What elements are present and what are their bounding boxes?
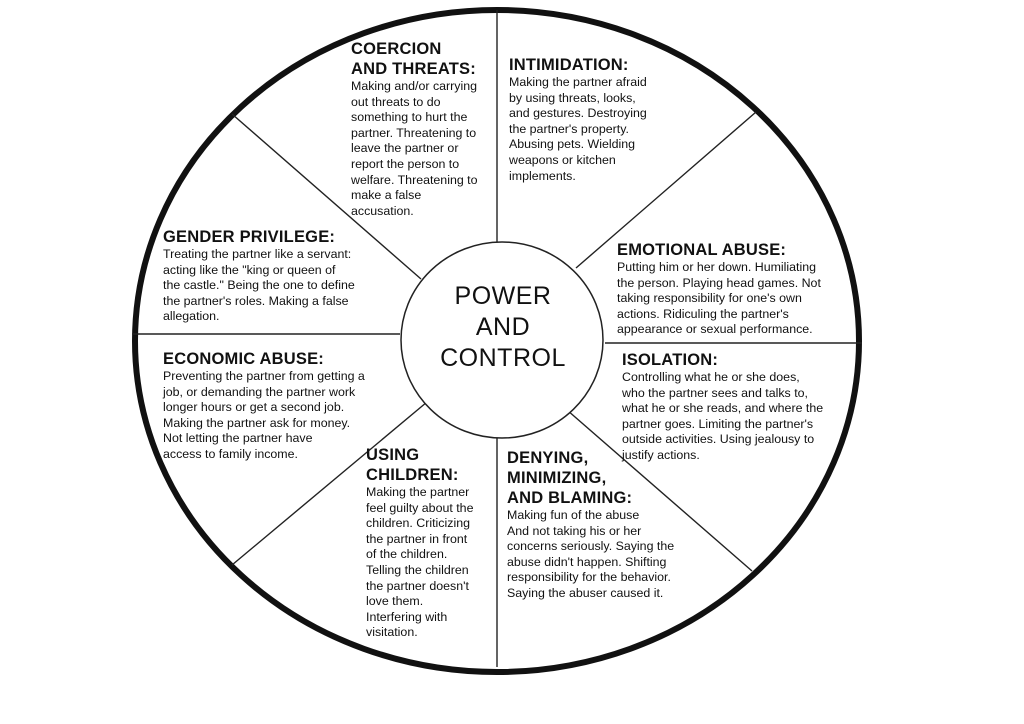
- segment-title: DENYING, MINIMIZING, AND BLAMING:: [507, 449, 633, 507]
- segment-economic-abuse: ECONOMIC ABUSE: Preventing the partner f…: [163, 349, 403, 463]
- segment-coercion-and-threats: COERCION AND THREATS: Making and/or carr…: [351, 39, 501, 219]
- segment-using-children: USING CHILDREN: Making the partner feel …: [366, 445, 494, 641]
- segment-title: COERCION AND THREATS:: [351, 40, 476, 78]
- center-label: POWER AND CONTROL: [440, 282, 566, 372]
- segment-description: Putting him or her down. Humiliating the…: [617, 260, 821, 337]
- segment-title: GENDER PRIVILEGE:: [163, 228, 336, 246]
- segment-title: ECONOMIC ABUSE:: [163, 350, 324, 368]
- segment-description: Treating the partner like a servant: act…: [163, 247, 355, 324]
- segment-emotional-abuse: EMOTIONAL ABUSE: Putting him or her down…: [617, 240, 857, 338]
- segment-title: USING CHILDREN:: [366, 446, 459, 484]
- spoke-top-left: [231, 113, 422, 280]
- segment-title: INTIMIDATION:: [509, 56, 629, 74]
- segment-description: Making the partner afraid by using threa…: [509, 75, 647, 183]
- center-hub: [400, 241, 604, 439]
- segment-isolation: ISOLATION: Controlling what he or she do…: [622, 350, 857, 464]
- spoke-bottom-right: [566, 409, 753, 572]
- segment-title: ISOLATION:: [622, 351, 719, 369]
- segment-gender-privilege: GENDER PRIVILEGE: Treating the partner l…: [163, 227, 393, 325]
- segment-title: EMOTIONAL ABUSE:: [617, 241, 787, 259]
- segment-description: Making fun of the abuse And not taking h…: [507, 508, 675, 600]
- segment-intimidation: INTIMIDATION: Making the partner afraid …: [509, 55, 679, 184]
- segment-description: Making the partner feel guilty about the…: [366, 485, 474, 640]
- segment-description: Preventing the partner from getting a jo…: [163, 369, 365, 461]
- segment-description: Making and/or carrying out threats to do…: [351, 79, 478, 218]
- segment-denying-minimizing-blaming: DENYING, MINIMIZING, AND BLAMING: Making…: [507, 448, 707, 602]
- spoke-bottom-left: [231, 401, 428, 566]
- segment-description: Controlling what he or she does, who the…: [622, 370, 824, 462]
- spoke-top-right: [575, 111, 757, 269]
